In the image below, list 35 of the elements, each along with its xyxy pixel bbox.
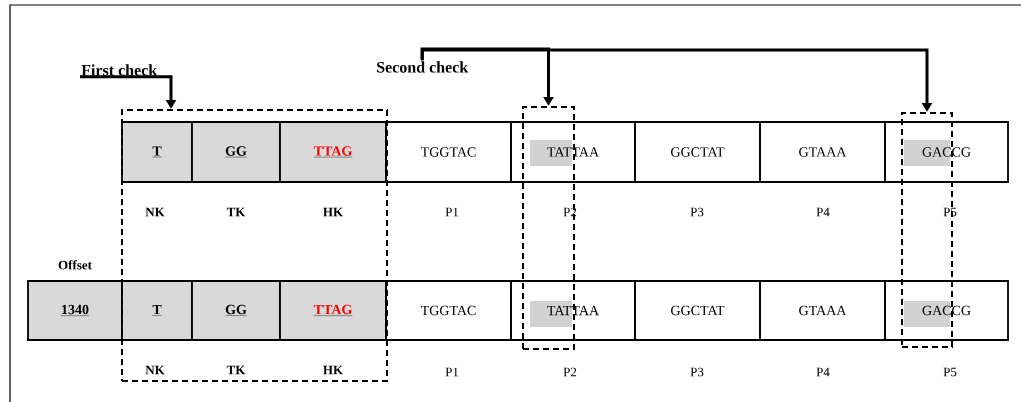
sequence-cell: GGCTAT: [634, 121, 761, 183]
sequence-cell: TGGTAC: [385, 280, 512, 341]
cell-label: TK: [226, 207, 246, 217]
check-label: Second check: [377, 61, 469, 73]
sequence-cell: GGCTAT: [634, 280, 761, 341]
cell-label: P1: [445, 367, 459, 377]
caption-text: Offset: [58, 260, 92, 270]
sequence-cell: GACCG: [884, 280, 1009, 341]
sequence-cell: 1340: [27, 280, 123, 341]
sequence-cell: GTAAA: [759, 121, 886, 183]
sequence-cell: TTAG: [279, 280, 387, 341]
cell-label: TK: [226, 365, 246, 375]
cell-label: P3: [690, 207, 704, 217]
sequence-cell: TATTAA: [510, 121, 636, 183]
sequence-cell: GACCG: [884, 121, 1009, 183]
cell-label: P5: [943, 367, 957, 377]
sequence-cell: GG: [191, 280, 281, 341]
cell-label: HK: [323, 365, 343, 375]
sequence-cell: T: [121, 121, 193, 183]
sequence-cell: TTAG: [279, 121, 387, 183]
sequence-cell: GG: [191, 121, 281, 183]
cell-label: HK: [323, 207, 343, 217]
check-label: First check: [81, 64, 158, 76]
cell-label: P3: [690, 367, 704, 377]
sequence-cell: TGGTAC: [385, 121, 512, 183]
sequence-cell: TATTAA: [510, 280, 636, 341]
cell-label: NK: [145, 365, 165, 375]
dashed-check-box: [121, 109, 388, 382]
sequence-cell: GTAAA: [759, 280, 886, 341]
cell-label: P4: [816, 367, 830, 377]
sequence-cell: T: [121, 280, 193, 341]
cell-label: NK: [145, 207, 165, 217]
cell-label: P1: [445, 207, 459, 217]
cell-label: P4: [816, 207, 830, 217]
cell-label: P2: [563, 367, 577, 377]
